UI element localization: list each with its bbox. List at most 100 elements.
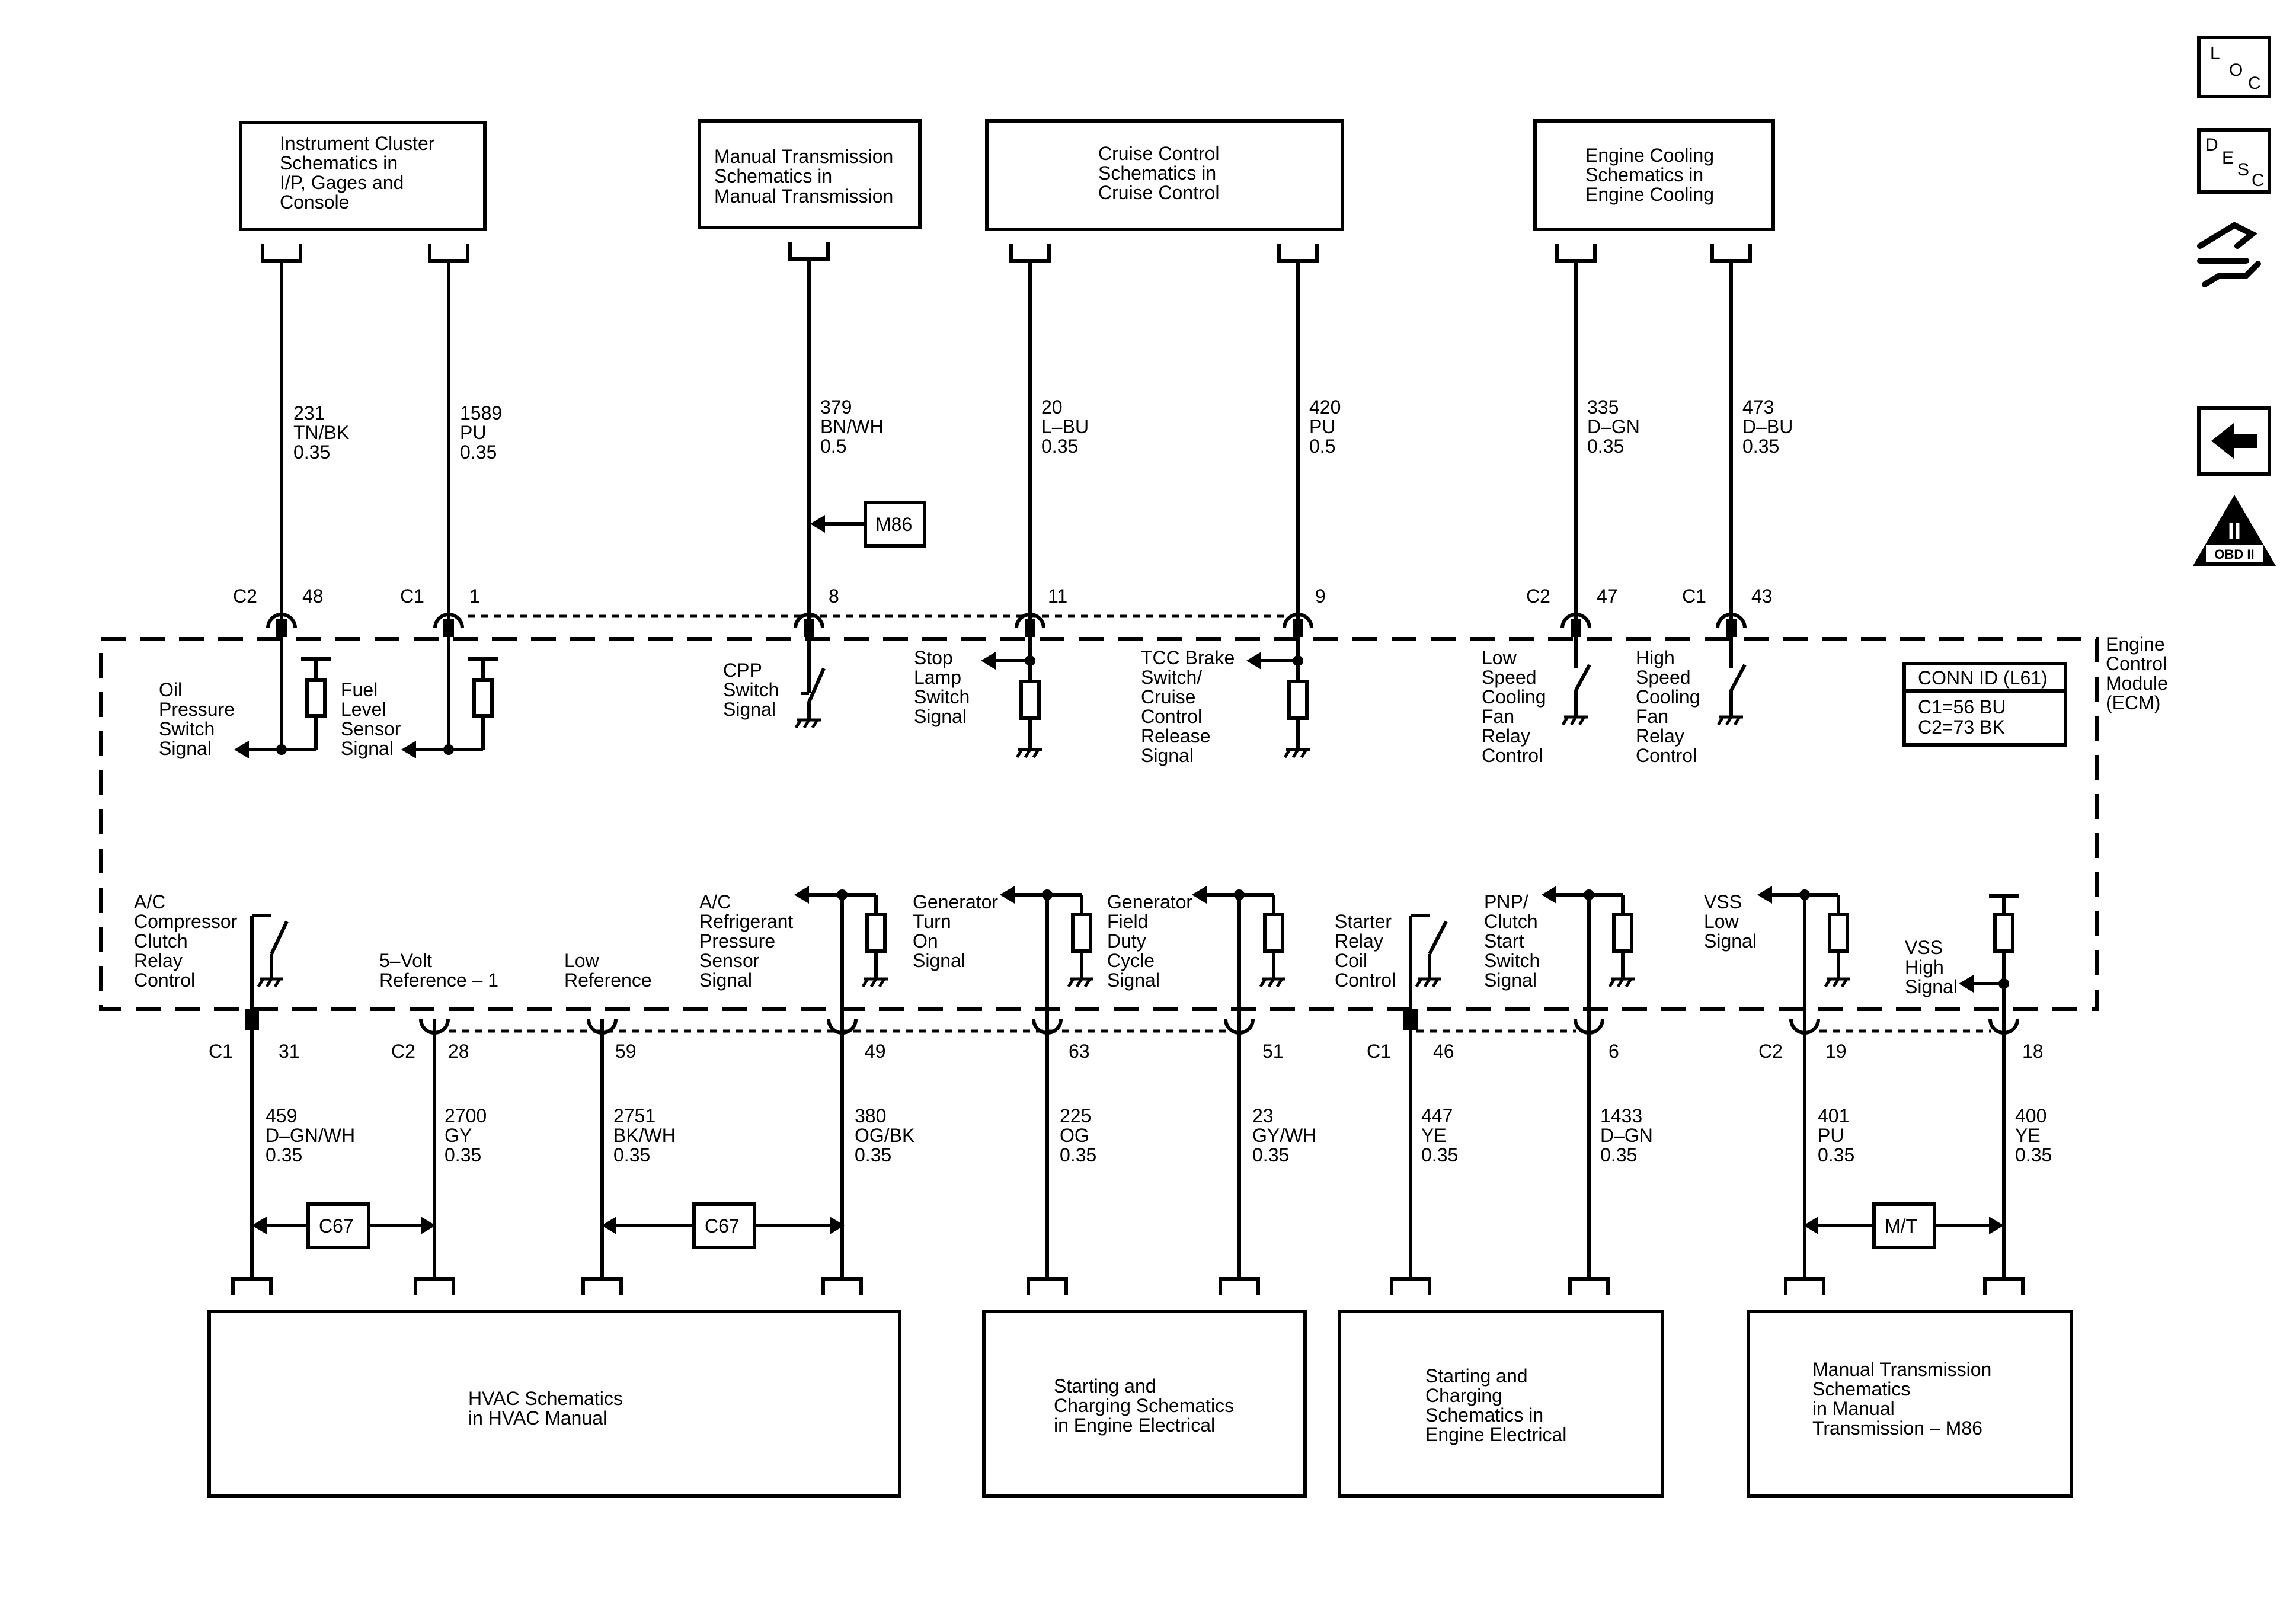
top-wire-1-circuit: 231 <box>293 402 325 424</box>
bottom-wire-8-circuit: 1433 <box>1600 1105 1642 1126</box>
bottom-box-4-line-2: Schematics <box>1812 1378 1910 1400</box>
top-signal-1-line-1: Oil <box>159 679 182 700</box>
top-conn-2: C1 <box>400 585 424 607</box>
top-wire-3-gauge: 0.5 <box>820 436 846 457</box>
top-signal-7-line-1: High <box>1636 647 1675 668</box>
top-box-3-line-2: Schematics in <box>1098 162 1216 184</box>
ecm-boundary <box>99 637 2099 1011</box>
bottom-pin-10: 18 <box>2022 1041 2044 1062</box>
bottom-wire-lines <box>250 1019 2006 1279</box>
top-wire-7-color: D–BU <box>1742 416 1793 437</box>
bottom-signal-3-line-2: Reference <box>564 969 652 991</box>
conn-id-box <box>1902 662 2067 747</box>
bottom-pin-8: 6 <box>1609 1041 1619 1062</box>
top-signal-2-line-4: Signal <box>341 738 394 759</box>
obd-ii-icon[interactable]: II OBD II <box>2193 495 2276 566</box>
ecm-label-line-4: (ECM) <box>2106 692 2160 713</box>
top-signal-2-line-2: Level <box>341 699 386 720</box>
obd-ii-label: OBD II <box>2214 547 2254 562</box>
mt-option-label: M/T <box>1885 1215 1917 1237</box>
top-signal-5-line-3: Cruise <box>1141 686 1195 708</box>
top-signal-6-line-1: Low <box>1482 647 1517 668</box>
loc-letter-c: C <box>2248 73 2261 93</box>
bottom-wire-5-circuit: 225 <box>1060 1105 1091 1126</box>
bottom-conn-9: C2 <box>1758 1041 1783 1062</box>
top-wire-2-gauge: 0.35 <box>460 441 497 463</box>
bottom-signal-4-line-2: Refrigerant <box>699 911 793 932</box>
top-signal-2-line-1: Fuel <box>341 679 378 700</box>
top-wire-7-circuit: 473 <box>1742 396 1774 418</box>
bottom-wire-8-color: D–GN <box>1600 1125 1653 1146</box>
bottom-ground-symbols <box>257 977 1850 988</box>
back-button[interactable] <box>2197 406 2271 476</box>
bottom-signal-8-line-2: Clutch <box>1484 911 1538 932</box>
bottom-pin-7: 46 <box>1433 1041 1454 1062</box>
top-box-1-line-3: I/P, Gages and <box>280 172 404 193</box>
bottom-signal-2-line-1: 5–Volt <box>379 950 432 971</box>
box-instrument-cluster <box>239 121 487 231</box>
bottom-wire-6-gauge: 0.35 <box>1252 1144 1289 1166</box>
bottom-box-4-line-3: in Manual <box>1812 1398 1895 1419</box>
top-signal-7-line-5: Relay <box>1636 725 1684 747</box>
arrow-left-icon <box>2211 423 2257 459</box>
bottom-signal-10-line-1: VSS <box>1905 937 1943 958</box>
bottom-box-2-line-3: in Engine Electrical <box>1054 1414 1215 1436</box>
top-box-1-line-4: Console <box>280 191 349 213</box>
bottom-box-3-line-3: Schematics in <box>1425 1404 1543 1426</box>
top-box-2-line-3: Manual Transmission <box>714 185 893 207</box>
bottom-pin-6: 51 <box>1262 1041 1284 1062</box>
desc-letter-e: E <box>2222 148 2234 168</box>
bottom-conn-7: C1 <box>1367 1041 1391 1062</box>
bottom-wire-9-gauge: 0.35 <box>1818 1144 1854 1166</box>
top-wire-4-gauge: 0.35 <box>1041 436 1078 457</box>
top-box-3-line-3: Cruise Control <box>1098 182 1220 203</box>
description-button[interactable]: D E S C <box>2197 128 2271 194</box>
bottom-signal-3-line-1: Low <box>564 950 600 971</box>
bottom-signal-4-line-1: A/C <box>699 891 731 913</box>
top-signal-1-line-2: Pressure <box>159 699 235 720</box>
top-wire-3-circuit: 379 <box>820 396 852 418</box>
tools-icon[interactable] <box>2197 222 2261 287</box>
bottom-signal-6-line-3: Duty <box>1107 930 1146 952</box>
box-starting-charging-2 <box>1338 1310 1664 1498</box>
bottom-signal-7-line-4: Control <box>1335 969 1396 991</box>
bottom-signal-9-line-3: Signal <box>1704 930 1757 952</box>
bottom-pin-3: 59 <box>615 1041 637 1062</box>
conn-id-title: CONN ID (L61) <box>1918 667 2048 689</box>
bottom-box-2-line-1: Starting and <box>1054 1375 1156 1397</box>
top-box-4-line-3: Engine Cooling <box>1585 184 1714 205</box>
top-box-2-line-2: Schematics in <box>714 165 832 187</box>
top-wire-6-circuit: 335 <box>1587 396 1619 418</box>
bottom-wire-2-color: GY <box>445 1125 472 1146</box>
top-wire-6-color: D–GN <box>1587 416 1640 437</box>
bottom-signal-6-line-4: Cycle <box>1107 950 1155 971</box>
box-hvac <box>207 1310 901 1498</box>
box-manual-transmission-top <box>698 119 922 229</box>
bottom-signal-5-line-1: Generator <box>913 891 998 913</box>
bottom-wire-10-color: YE <box>2015 1125 2041 1146</box>
top-wire-2-color: PU <box>460 422 486 443</box>
bottom-signal-9-line-2: Low <box>1704 911 1739 932</box>
conn-id-c2: C2=73 BK <box>1918 716 2005 738</box>
top-signal-3-line-2: Switch <box>723 679 779 700</box>
bottom-signal-6-line-1: Generator <box>1107 891 1192 913</box>
top-signal-2-line-3: Sensor <box>341 718 401 740</box>
bottom-signal-1-line-2: Compressor <box>134 911 238 932</box>
bottom-signal-1-line-5: Control <box>134 969 195 991</box>
bottom-pin-cups <box>419 1019 2019 1035</box>
top-signal-7-line-6: Control <box>1636 745 1697 766</box>
bottom-signal-5-line-3: On <box>913 930 938 952</box>
bottom-box-2-line-2: Charging Schematics <box>1054 1395 1234 1416</box>
bottom-wire-4-gauge: 0.35 <box>855 1144 891 1166</box>
location-button[interactable]: L O C <box>2197 36 2271 98</box>
top-wire-5-gauge: 0.5 <box>1309 436 1335 457</box>
bottom-wire-9-color: PU <box>1818 1125 1844 1146</box>
top-signal-6-line-2: Speed <box>1482 667 1537 688</box>
top-signal-4-line-3: Switch <box>914 686 970 708</box>
box-cruise-control <box>985 119 1344 231</box>
top-signal-3-line-3: Signal <box>723 699 776 720</box>
top-box-1-line-2: Schematics in <box>280 152 398 174</box>
bottom-signal-5-line-2: Turn <box>913 911 951 932</box>
obd-ii-numeral: II <box>2228 518 2241 545</box>
top-signal-5-line-2: Switch/ <box>1141 667 1202 688</box>
